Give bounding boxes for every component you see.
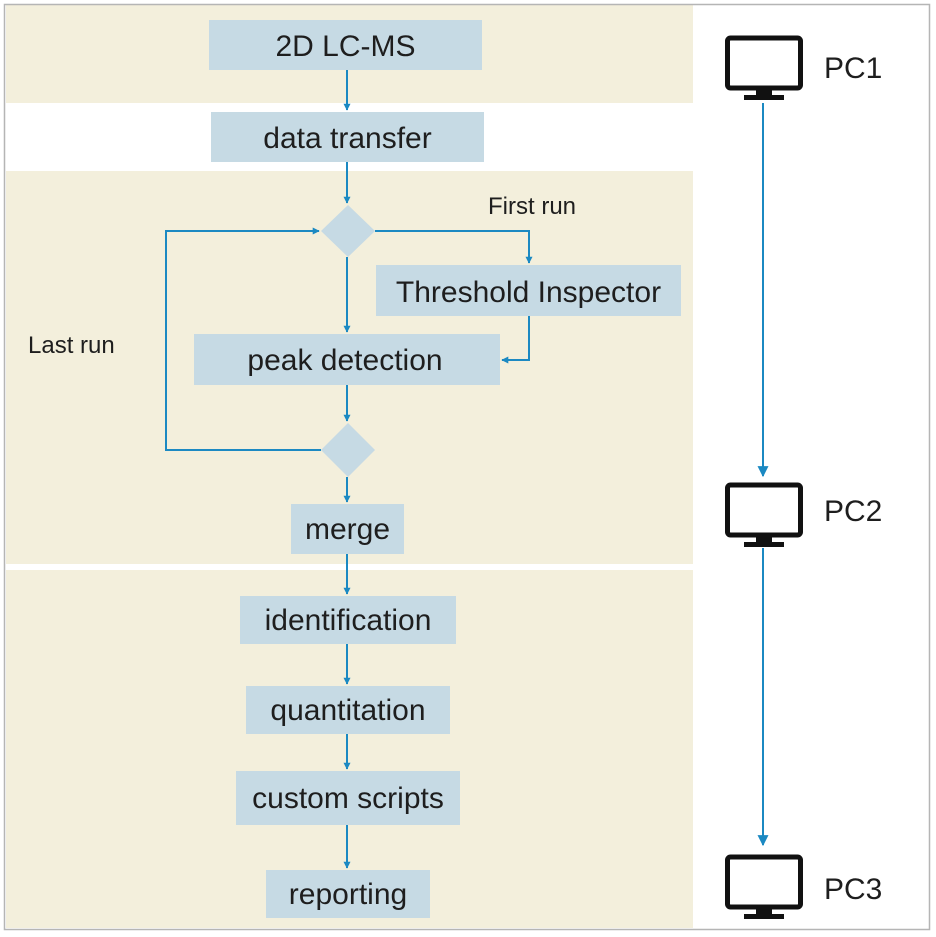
flow-arrows xyxy=(165,70,769,869)
label-identification: identification xyxy=(265,604,432,637)
label-data-transfer: data transfer xyxy=(263,122,431,155)
box-peak-detection xyxy=(194,334,500,385)
label-pc3: PC3 xyxy=(824,873,882,906)
label-reporting: reporting xyxy=(289,878,407,911)
decision-diamond-first xyxy=(321,205,375,257)
box-quantitation xyxy=(246,686,450,734)
label-peak-detection: peak detection xyxy=(247,344,442,377)
box-reporting xyxy=(266,870,430,918)
decision-diamond-last xyxy=(321,423,375,477)
monitor-icon-pc1 xyxy=(725,35,803,100)
box-custom-scripts xyxy=(236,771,460,825)
monitor-icon-pc2 xyxy=(725,482,803,547)
arrow-loop-back xyxy=(165,227,321,451)
label-pc2: PC2 xyxy=(824,495,882,528)
box-2d-lc-ms xyxy=(209,20,482,70)
label-first-run: First run xyxy=(488,193,576,220)
label-threshold-inspector: Threshold Inspector xyxy=(396,276,661,309)
label-last-run: Last run xyxy=(28,332,115,359)
box-identification xyxy=(240,596,456,644)
label-custom-scripts: custom scripts xyxy=(252,782,444,815)
box-data-transfer xyxy=(211,112,484,162)
monitor-icon-pc3 xyxy=(725,854,803,919)
box-threshold-inspector xyxy=(376,265,681,316)
label-pc1: PC1 xyxy=(824,52,882,85)
label-quantitation: quantitation xyxy=(270,694,425,727)
outer-frame xyxy=(3,3,931,931)
arrow-first-run-to-threshold xyxy=(375,230,533,264)
arrow-threshold-to-peak xyxy=(501,316,530,364)
box-merge xyxy=(291,504,404,554)
label-2d-lc-ms: 2D LC-MS xyxy=(275,30,415,63)
label-merge: merge xyxy=(305,513,390,546)
